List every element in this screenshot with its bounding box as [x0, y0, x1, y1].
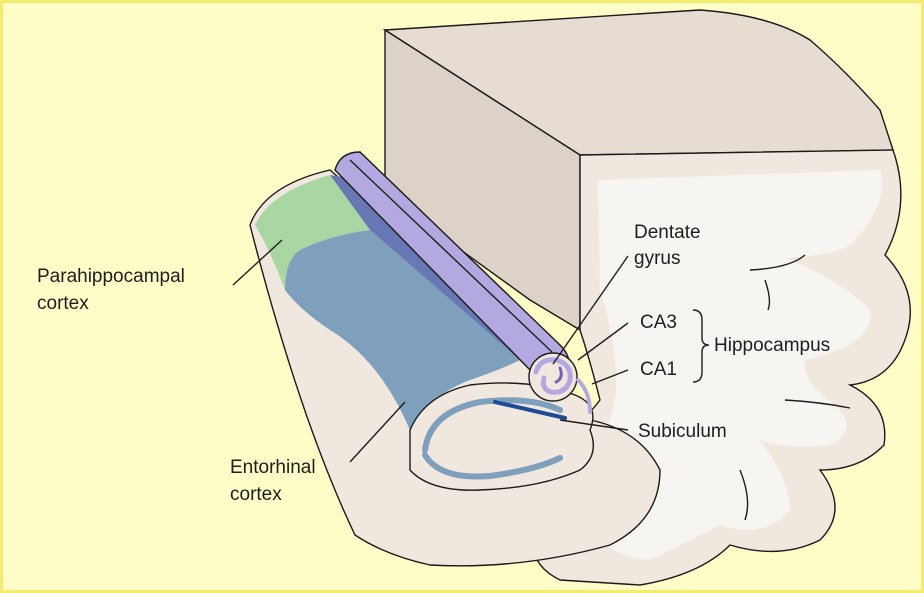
entorhinal-label: Entorhinal cortex: [230, 457, 321, 505]
ca1-label: CA1: [640, 359, 677, 380]
hippocampus-label: Hippocampus: [714, 335, 830, 356]
parahippocampal-label: Parahippocampal cortex: [37, 266, 190, 314]
subiculum-label: Subiculum: [638, 421, 727, 442]
ca3-label: CA3: [640, 312, 677, 333]
